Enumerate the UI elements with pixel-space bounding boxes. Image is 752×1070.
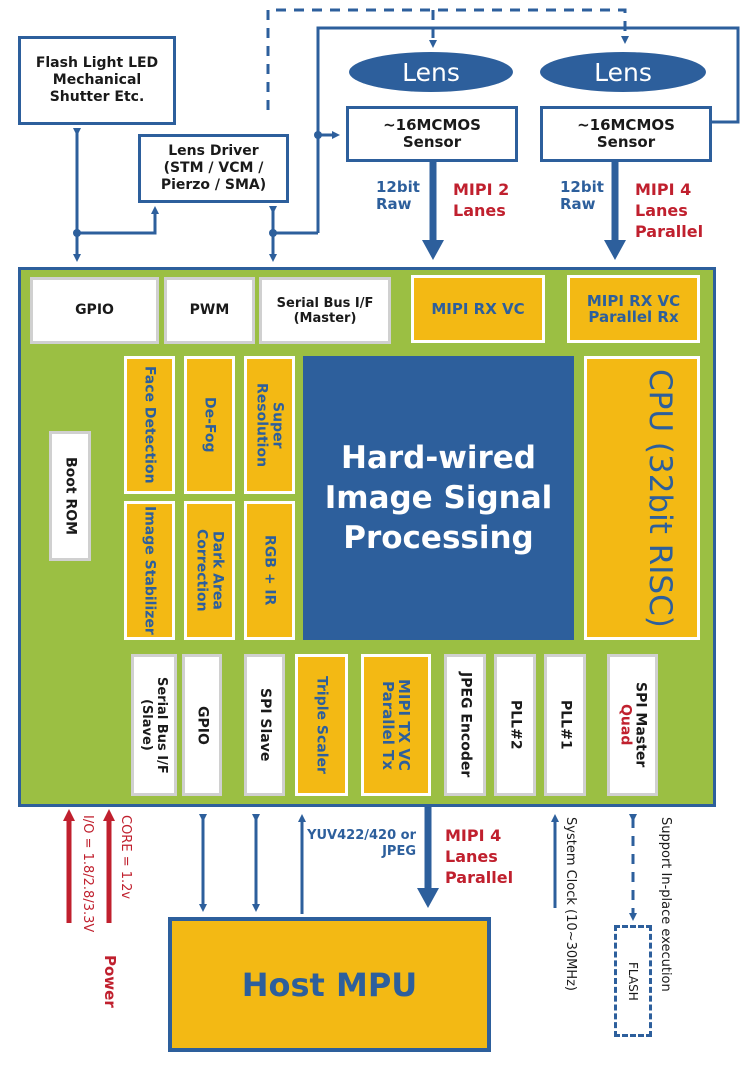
- gpio-block: GPIO: [30, 277, 159, 344]
- lens-driver-bus-line: [77, 206, 159, 235]
- super-resolution-block: Super Resolution: [244, 356, 295, 494]
- jpeg-encoder-block: JPEG Encoder: [444, 654, 486, 796]
- serial-master-block: Serial Bus I/F (Master): [259, 277, 391, 344]
- power-label: Power: [101, 955, 119, 1008]
- mipi-tx-block: MIPI TX VC Parallel Tx: [361, 654, 431, 796]
- flash-memory-box: FLASH: [614, 925, 652, 1037]
- dark-area-correction-label: Dark Area Correction: [193, 529, 226, 612]
- flash-light-label: Flash Light LED Mechanical Shutter Etc.: [35, 55, 159, 105]
- pll1-label: PLL#1: [557, 700, 574, 750]
- sensor-1-box: ~16MCMOS Sensor: [346, 106, 518, 162]
- sensor-2-label: ~16MCMOS Sensor: [577, 116, 675, 151]
- lens-driver-label: Lens Driver (STM / VCM / Pierzo / SMA): [160, 143, 267, 193]
- cpu-block: CPU (32bit RISC): [584, 356, 700, 640]
- spi-master-label: SPI Master: [632, 682, 649, 768]
- triple-scaler-label: Triple Scaler: [313, 676, 330, 774]
- sensor2-format-label: 12bit Raw: [560, 178, 604, 213]
- spi-master-label-group: SPI Master Quad: [617, 682, 649, 768]
- sensor-2-box: ~16MCMOS Sensor: [540, 106, 712, 162]
- flash-light-box: Flash Light LED Mechanical Shutter Etc.: [18, 36, 176, 125]
- gpio-bottom-block: GPIO: [182, 654, 222, 796]
- output-interface-label: MIPI 4 Lanes Parallel: [445, 826, 514, 887]
- rgb-ir-block: RGB + IR: [244, 501, 295, 640]
- jpeg-encoder-label: JPEG Encoder: [457, 672, 474, 778]
- spi-slave-label: SPI Slave: [257, 688, 273, 762]
- lens-control-dashed-line: [266, 8, 629, 110]
- spi-slave-block: SPI Slave: [244, 654, 285, 796]
- pwm-label: PWM: [189, 302, 230, 318]
- boot-rom-label: Boot ROM: [62, 456, 79, 536]
- isp-core-label: Hard-wired Image Signal Processing: [324, 440, 553, 556]
- lens-2: Lens: [540, 52, 706, 92]
- sensor2-interface-label: MIPI 4 Lanes Parallel: [635, 180, 704, 241]
- boot-rom-block: Boot ROM: [49, 431, 91, 561]
- mipi-rx-1-block: MIPI RX VC: [411, 275, 545, 343]
- pll2-label: PLL#2: [507, 700, 524, 750]
- cpu-label: CPU (32bit RISC): [642, 368, 678, 628]
- mipi-tx-label: MIPI TX VC Parallel Tx: [379, 679, 413, 771]
- super-resolution-label: Super Resolution: [253, 382, 286, 468]
- lens-1-label: Lens: [402, 57, 460, 87]
- sensor1-interface-label: MIPI 2 Lanes: [453, 180, 510, 220]
- mipi-rx-2-block: MIPI RX VC Parallel Rx: [567, 275, 700, 343]
- gpio-bottom-label: GPIO: [194, 705, 211, 745]
- pwm-block: PWM: [164, 277, 255, 344]
- defog-block: De-Fog: [184, 356, 235, 494]
- core-voltage-label: CORE = 1.2v: [118, 815, 133, 900]
- sensor1-format-label: 12bit Raw: [376, 178, 420, 213]
- mipi-rx-1-label: MIPI RX VC: [431, 300, 525, 318]
- spi-master-block: SPI Master Quad: [607, 654, 658, 796]
- sensor-1-label: ~16MCMOS Sensor: [383, 116, 481, 151]
- serial-slave-label: Serial Bus I/F (Slave): [139, 676, 169, 774]
- host-mpu-label: Host MPU: [241, 965, 418, 1004]
- flash-memory-label: FLASH: [626, 961, 640, 1001]
- image-stabilizer-block: Image Stabilizer: [124, 501, 175, 640]
- rgb-ir-label: RGB + IR: [261, 535, 278, 606]
- pll2-block: PLL#2: [494, 654, 536, 796]
- xip-label: Support In-place execution: [658, 817, 673, 992]
- host-mpu-block: Host MPU: [168, 917, 491, 1052]
- lens-2-label: Lens: [594, 57, 652, 87]
- system-clock-label: System Clock (10~30MHz): [563, 817, 578, 991]
- lens-driver-box: Lens Driver (STM / VCM / Pierzo / SMA): [138, 134, 289, 203]
- spi-master-mode-label: Quad: [617, 704, 634, 746]
- face-detection-label: Face Detection: [141, 366, 158, 484]
- mipi-rx-2-label: MIPI RX VC Parallel Rx: [586, 292, 681, 326]
- defog-label: De-Fog: [201, 397, 218, 453]
- pll1-block: PLL#1: [544, 654, 586, 796]
- lens-1: Lens: [349, 52, 513, 92]
- gpio-label: GPIO: [75, 302, 114, 318]
- face-detection-block: Face Detection: [124, 356, 175, 494]
- output-format-label: YUV422/420 or JPEG: [307, 828, 416, 859]
- isp-core-block: Hard-wired Image Signal Processing: [303, 356, 574, 640]
- dark-area-correction-block: Dark Area Correction: [184, 501, 235, 640]
- serial-slave-block: Serial Bus I/F (Slave): [131, 654, 177, 796]
- image-stabilizer-label: Image Stabilizer: [141, 506, 158, 635]
- serial-master-label: Serial Bus I/F (Master): [276, 295, 374, 326]
- io-voltage-label: I/O = 1.8/2.8/3.3V: [80, 815, 95, 933]
- triple-scaler-block: Triple Scaler: [295, 654, 348, 796]
